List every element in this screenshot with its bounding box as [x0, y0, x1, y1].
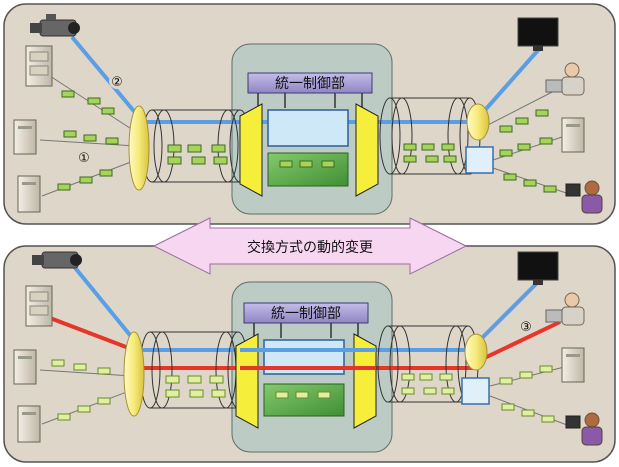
top-pc-tower-icon-2	[17, 175, 41, 213]
bottom-left-yellow-gate	[235, 333, 259, 429]
bottom-control-unit-label: 統一制御部	[271, 306, 341, 322]
top-marker-2-bg	[109, 73, 125, 89]
top-marker-2: ②	[111, 75, 123, 90]
top-camera-icon	[30, 14, 80, 37]
bottom-marker-3-bg	[518, 318, 534, 334]
top-left-yellow-gate	[239, 103, 263, 197]
top-right-lens	[466, 103, 490, 141]
bottom-right-yellow-gate	[353, 333, 377, 429]
bottom-packets	[51, 359, 555, 423]
top-packets	[57, 90, 557, 193]
top-right-edge-switch	[465, 146, 494, 174]
top-blue-link-camera	[70, 35, 140, 118]
bottom-switch-fabric-core	[263, 383, 345, 417]
top-pc-tower-icon-3	[561, 117, 585, 153]
bottom-marker-3: ③	[520, 320, 532, 335]
bottom-monitor-icon	[517, 251, 559, 285]
top-right-yellow-gate	[355, 103, 379, 197]
bottom-blue-link-monitor	[474, 278, 542, 346]
bottom-person-laptop-icon	[545, 292, 585, 326]
top-panel: 統一制御部 ② ①	[3, 3, 616, 225]
bottom-right-edge-switch	[461, 377, 490, 405]
top-server-rack-icon	[25, 45, 53, 87]
bottom-server-rack-icon	[25, 285, 53, 327]
banner-label-overlay: 交換方式の動的変更	[247, 239, 373, 256]
top-person-laptop-icon	[545, 62, 585, 96]
top-pc-tower-icon-1	[13, 119, 37, 155]
top-monitor-icon	[517, 17, 559, 51]
bottom-pc-tower-icon-3	[561, 347, 585, 383]
top-right-cylinder	[379, 97, 481, 175]
bottom-panel: 交換方式の動的変更	[3, 217, 616, 463]
bottom-pc-tower-icon-2	[17, 405, 41, 443]
bottom-right-cylinder	[377, 325, 479, 403]
bottom-person-desktop-icon	[565, 412, 603, 446]
bottom-blue-link-camera	[70, 262, 136, 342]
top-left-lens	[128, 105, 150, 191]
bottom-red-link-left	[49, 316, 135, 352]
top-blue-link-monitor	[476, 46, 542, 120]
top-switch-fabric-core	[267, 152, 349, 187]
bottom-control-unit	[243, 302, 369, 324]
top-switch-fabric-upper	[267, 109, 349, 147]
top-link-thin-2	[39, 139, 137, 147]
bottom-pc-tower-icon-1	[13, 349, 37, 385]
banner-arrow-overlay	[152, 217, 468, 275]
bottom-left-lens	[123, 331, 145, 417]
bottom-camera-icon	[32, 251, 82, 269]
bottom-link-thin-1	[39, 369, 133, 377]
top-control-unit-label: 統一制御部	[275, 76, 345, 92]
top-marker-1: ①	[78, 151, 90, 166]
top-control-unit	[247, 72, 373, 94]
bottom-right-lens	[464, 333, 488, 371]
top-person-desktop-icon	[565, 180, 603, 214]
top-link-thin-6	[481, 87, 561, 129]
bottom-red-link-right	[475, 320, 561, 364]
